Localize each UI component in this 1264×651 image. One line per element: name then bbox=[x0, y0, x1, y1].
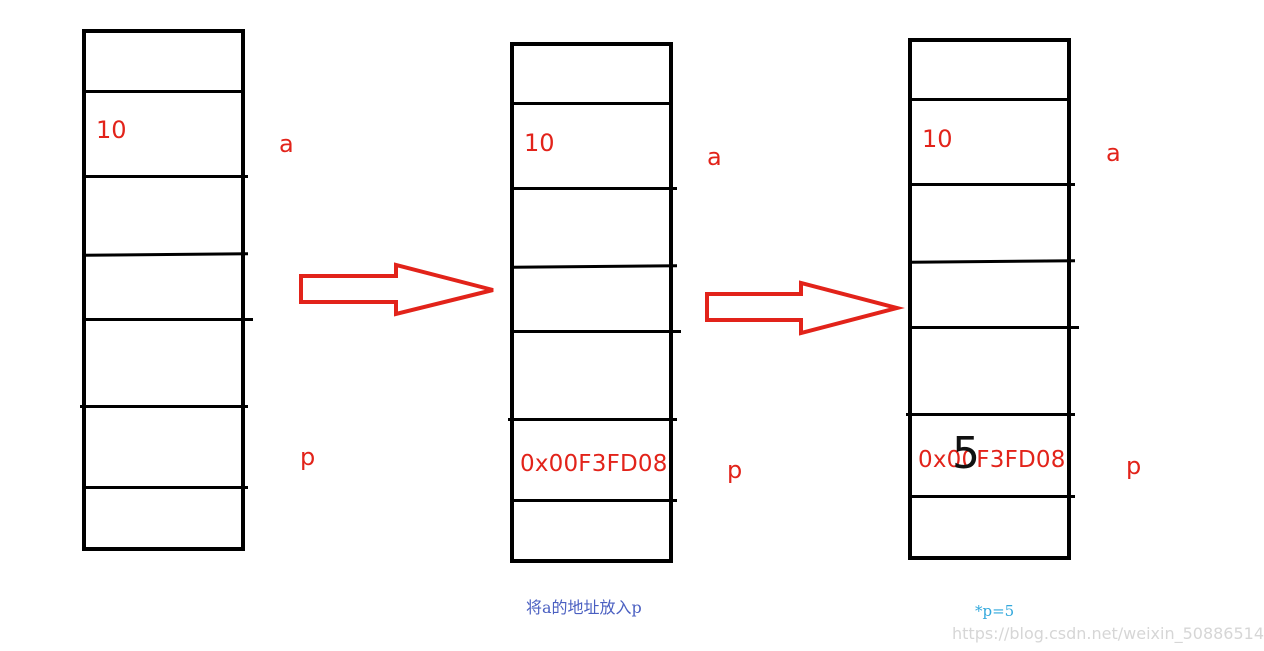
stack1-divider bbox=[84, 175, 248, 178]
stack3-a-label: a bbox=[1106, 139, 1121, 167]
memory-stack-3 bbox=[908, 38, 1071, 560]
transition-arrow-2 bbox=[705, 280, 905, 336]
stack1-divider bbox=[80, 405, 248, 408]
stack3-overwrite-value: 5 bbox=[952, 428, 980, 479]
stack2-divider bbox=[512, 499, 677, 502]
stack1-divider bbox=[84, 90, 242, 93]
watermark-text: https://blog.csdn.net/weixin_50886514 bbox=[952, 624, 1264, 643]
stack1-divider bbox=[84, 318, 253, 321]
stack3-divider bbox=[910, 98, 1068, 101]
stack2-p-value: 0x00F3FD08 bbox=[520, 451, 668, 477]
stack2-a-label: a bbox=[707, 143, 722, 171]
memory-stack-1 bbox=[82, 29, 245, 551]
stack2-divider bbox=[512, 102, 670, 105]
stage3-caption: *p=5 bbox=[975, 602, 1015, 620]
stack2-p-label: p bbox=[727, 456, 743, 484]
stack2-a-value: 10 bbox=[524, 129, 555, 157]
stage2-caption: 将a的地址放入p bbox=[526, 598, 642, 617]
stack3-divider bbox=[910, 183, 1075, 186]
stack3-divider bbox=[906, 413, 1075, 416]
stack2-divider bbox=[512, 187, 677, 190]
transition-arrow-1 bbox=[299, 262, 494, 317]
stack3-divider bbox=[910, 495, 1075, 498]
stack3-divider bbox=[910, 326, 1079, 329]
stack1-divider bbox=[84, 486, 248, 489]
stack1-a-label: a bbox=[279, 130, 294, 158]
stack2-divider bbox=[512, 330, 681, 333]
stack3-a-value: 10 bbox=[922, 125, 953, 153]
stack1-a-value: 10 bbox=[96, 116, 127, 144]
memory-stack-2 bbox=[510, 42, 673, 563]
stack3-p-label: p bbox=[1126, 452, 1142, 480]
stack2-divider bbox=[508, 418, 677, 421]
stack3-p-value: 0x00F3FD08 bbox=[918, 447, 1066, 473]
stack1-p-label: p bbox=[300, 443, 316, 471]
